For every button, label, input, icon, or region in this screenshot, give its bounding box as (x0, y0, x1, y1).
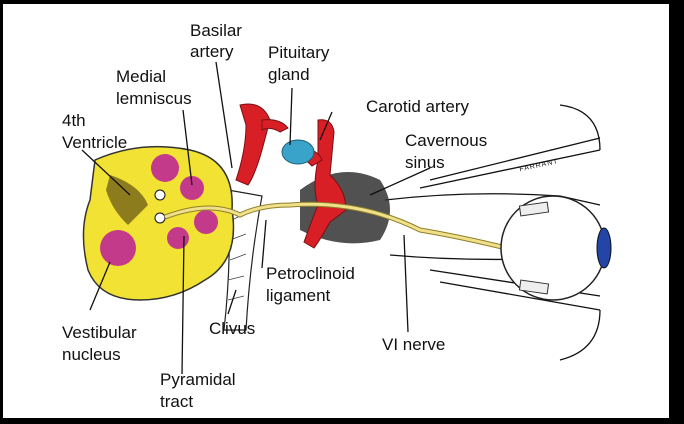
label-cavernous-sinus: Cavernous sinus (405, 131, 492, 172)
nucleus-shape (167, 227, 189, 249)
label-fourth-ventricle: 4th Ventricle (62, 111, 127, 152)
nucleus-shape (180, 176, 204, 200)
pituitary-gland-shape (281, 139, 315, 165)
label-pyramidal-tract: Pyramidal tract (160, 370, 240, 411)
nucleus-shape (151, 154, 179, 182)
label-clivus: Clivus (209, 319, 255, 338)
label-vestibular-nucleus: Vestibular nucleus (62, 323, 141, 364)
label-petroclinoid-ligament: Petroclinoid ligament (266, 264, 360, 305)
fourth-ventricle-cavity (106, 175, 148, 225)
brainstem (82, 145, 235, 301)
label-carotid-artery: Carotid artery (366, 97, 469, 116)
eye (500, 195, 612, 301)
label-basilar-artery: Basilar artery (190, 21, 247, 61)
label-pituitary-gland: Pituitary gland (268, 43, 334, 84)
nucleus-shape (194, 210, 218, 234)
label-vi-nerve: VI nerve (382, 335, 445, 354)
vestibular-nucleus-shape (100, 230, 136, 266)
leader-lines (81, 61, 431, 375)
label-medial-lemniscus: Medial lemniscus (116, 67, 192, 108)
artist-signature: FARRANT (519, 158, 559, 173)
